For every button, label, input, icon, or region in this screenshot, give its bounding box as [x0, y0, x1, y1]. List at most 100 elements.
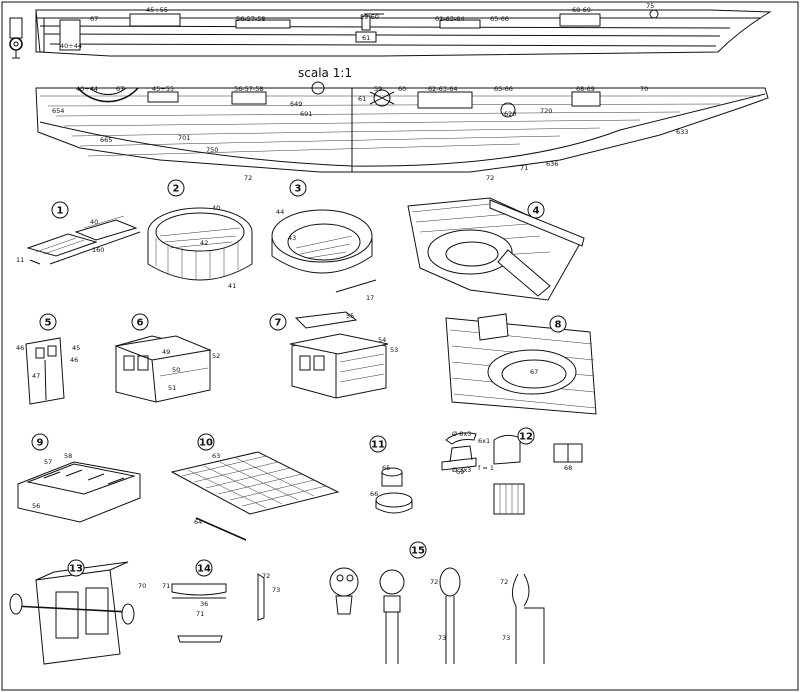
figure-part-label: 73: [272, 586, 280, 594]
figure-number: 2: [173, 184, 180, 195]
figure-number: 9: [37, 438, 44, 449]
profile-label: 56-57-58: [236, 15, 266, 23]
figure-number: 5: [45, 318, 52, 329]
deck-label: 68-69: [576, 85, 595, 93]
figure-part-label: 69: [456, 468, 464, 476]
deck-plan-view: [35, 81, 769, 173]
deck-label: 72: [244, 174, 252, 182]
figure-number-circle: [517, 427, 535, 445]
figure-part-label: 50: [172, 366, 180, 374]
figure-number-circle: [131, 313, 149, 331]
deck-label: 691: [300, 110, 312, 118]
figure-14-bracket-parts: [171, 573, 265, 643]
profile-label: 59-60: [360, 13, 379, 21]
figure-part-label: 43: [288, 234, 296, 242]
figure-part-label: 64: [194, 518, 202, 526]
profile-label: 62-63-64: [435, 15, 465, 23]
figure-part-label: 51: [168, 384, 176, 392]
figure-7-stern-deck-assembly: [407, 197, 585, 301]
figure-9-skylight: [17, 461, 141, 523]
figure-number: 3: [295, 184, 302, 195]
deck-label: 61: [358, 95, 366, 103]
figure-part-label: 11: [16, 256, 24, 264]
figure-part-label: 40: [212, 204, 220, 212]
deck-label: 636: [546, 160, 558, 168]
deck-label: 72: [486, 174, 494, 182]
figure-4-door-panel: [25, 337, 65, 405]
figure-part-label: 46: [16, 344, 24, 352]
figure-number-circle: [51, 201, 69, 219]
figure-part-label: f = 1: [478, 464, 494, 472]
figure-13-windlass: [9, 561, 135, 665]
figure-5-deckhouse: [114, 335, 212, 403]
figure-number: 1: [57, 206, 64, 217]
profile-label: 65-66: [490, 15, 509, 23]
figure-6-deckhouse-roof: [289, 311, 389, 399]
deck-label: 620: [504, 110, 516, 118]
figure-number: 11: [371, 440, 385, 451]
figure-3-ring-frame: [271, 209, 377, 293]
scale-label: scala 1:1: [298, 66, 352, 80]
figure-part-label: 52: [212, 352, 220, 360]
figure-part-label: Ø 3x3: [452, 466, 471, 474]
figure-part-label: 65: [382, 464, 390, 472]
figure-part-label: Ø 8x3: [452, 430, 471, 438]
figure-part-label: 47: [32, 372, 40, 380]
deck-label: 62-63-64: [428, 85, 458, 93]
hull-profile-view: [35, 9, 772, 57]
deck-label: 40÷44: [76, 85, 98, 93]
figure-number: 7: [275, 318, 282, 329]
figure-number-circle: [195, 559, 213, 577]
figure-part-label: 17: [366, 294, 374, 302]
figure-part-label: 41: [228, 282, 236, 290]
figure-10-grating: [170, 451, 340, 541]
deck-label: 45÷55: [152, 85, 174, 93]
figure-15-pump-parts: [329, 567, 545, 664]
figure-number-circle: [369, 435, 387, 453]
deck-labels: 40÷44 67 45÷55 56-57-58 59 60 62-63-64 6…: [52, 85, 688, 182]
figure-part-label: 72: [500, 578, 508, 586]
deck-label: 65-66: [494, 85, 513, 93]
figure-number-circle: [197, 433, 215, 451]
deck-label: 56-57-58: [234, 85, 264, 93]
figure-number: 12: [519, 432, 533, 443]
figure-number-circle: [269, 313, 287, 331]
figure-part-label: 71: [162, 582, 170, 590]
figure-number: 4: [533, 206, 540, 217]
figure-part-label: 44: [276, 208, 284, 216]
figure-part-label: 70: [138, 582, 146, 590]
figure-part-label: 160: [92, 246, 104, 254]
deck-label: 701: [178, 134, 190, 142]
figure-part-label: 58: [64, 452, 72, 460]
figure-part-label: 46: [70, 356, 78, 364]
deck-label: 665: [100, 136, 112, 144]
profile-labels: 45÷55 67 56-57-58 59-60 62-63-64 65-66 6…: [60, 2, 654, 50]
figure-part-label: 40: [90, 218, 98, 226]
winch-detail-icon: [9, 17, 23, 59]
figure-number: 6: [137, 318, 144, 329]
deck-label: 720: [540, 107, 552, 115]
deck-label: 60: [398, 85, 406, 93]
profile-label: 68-69: [572, 6, 591, 14]
profile-label: 67: [90, 15, 98, 23]
figure-part-label: 63: [212, 452, 220, 460]
figure-part-label: 57: [44, 458, 52, 466]
figure-number: 15: [411, 546, 425, 557]
figure-8-deck-hatch: [445, 313, 597, 415]
figure-part-label: 67: [530, 368, 538, 376]
figure-number-circle: [39, 313, 57, 331]
figure-2-round-coaming: [147, 207, 253, 281]
figure-part-label: 72: [430, 578, 438, 586]
figure-part-label: 54: [378, 336, 386, 344]
figure-number-circle: [527, 201, 545, 219]
figure-part-label: 72: [262, 572, 270, 580]
figure-part-label: 42: [200, 239, 208, 247]
figure-part-label: 6x1: [478, 437, 490, 445]
figure-12-small-parts: [441, 432, 583, 515]
deck-label: 67: [116, 85, 124, 93]
figure-number-circle: [289, 179, 307, 197]
profile-label: 61: [362, 34, 370, 42]
figure-part-label: 49: [162, 348, 170, 356]
